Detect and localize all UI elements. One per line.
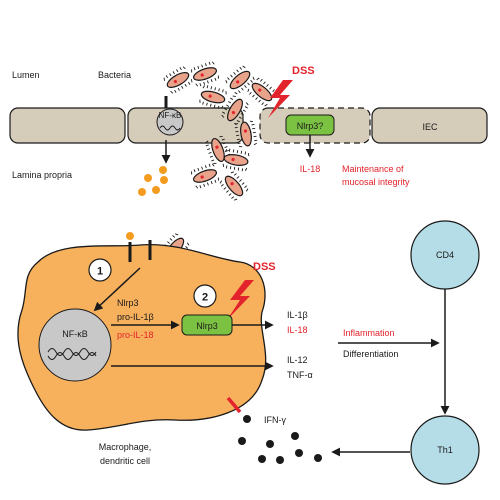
th1-label: Th1	[437, 445, 453, 455]
lamina-propria-label: Lamina propria	[12, 170, 72, 180]
maintenance-line1: Maintenance of	[342, 164, 404, 174]
ifng-label: IFN-γ	[264, 415, 286, 425]
dss-lightning-mid-icon	[227, 280, 254, 320]
nfkb-macrophage-label: NF-κB	[62, 329, 88, 339]
macrophage-label-line1: Macrophage,	[99, 442, 152, 452]
dss-mid-label: DSS	[253, 261, 276, 273]
bacteria-cluster	[159, 59, 279, 265]
step2-label: 2	[202, 292, 208, 304]
pro-il1b-label: pro-IL-1β	[117, 312, 154, 322]
ifng-dots	[238, 415, 322, 464]
iec-label: IEC	[422, 122, 438, 132]
th1-cell	[410, 415, 480, 485]
macrophage-receptors	[128, 240, 152, 262]
nfkb-macrophage-nucleus	[38, 308, 112, 382]
differentiation-label: Differentiation	[343, 349, 398, 359]
nlrp3-product-label: Nlrp3	[117, 298, 139, 308]
step2-marker	[193, 284, 217, 308]
tnfa-label: TNF-α	[287, 370, 313, 380]
il1b-label: IL-1β	[287, 310, 308, 320]
macrophage-label-line2: dendritic cell	[100, 456, 150, 466]
nfkb-epithelial-nucleus	[156, 108, 184, 136]
nlrp3-epithelial-label: Nlrp3?	[297, 121, 324, 131]
il12-label: IL-12	[287, 355, 308, 365]
lumen-label: Lumen	[12, 70, 40, 80]
dss-top-label: DSS	[292, 65, 315, 77]
cd4-label: CD4	[436, 250, 454, 260]
il18-label: IL-18	[287, 325, 308, 335]
ifng-receptor	[226, 396, 242, 414]
nlrp3-macrophage-label: Nlrp3	[196, 321, 218, 331]
nfkb-epithelial-label: NF-κB	[159, 111, 182, 120]
dss-lightning-top-icon	[268, 80, 293, 118]
il18-epithelial-label: IL-18	[300, 164, 321, 174]
inflammation-label: Inflammation	[343, 328, 395, 338]
step1-marker	[88, 258, 112, 282]
bacteria-label: Bacteria	[98, 70, 131, 80]
step1-label: 1	[97, 266, 103, 278]
pro-il18-label: pro-IL-18	[117, 330, 154, 340]
receptor-ligand	[126, 232, 134, 240]
cytokine-dots	[138, 166, 168, 196]
maintenance-line2: mucosal integrity	[342, 177, 410, 187]
arrow-receptor-nfkb	[93, 267, 141, 312]
